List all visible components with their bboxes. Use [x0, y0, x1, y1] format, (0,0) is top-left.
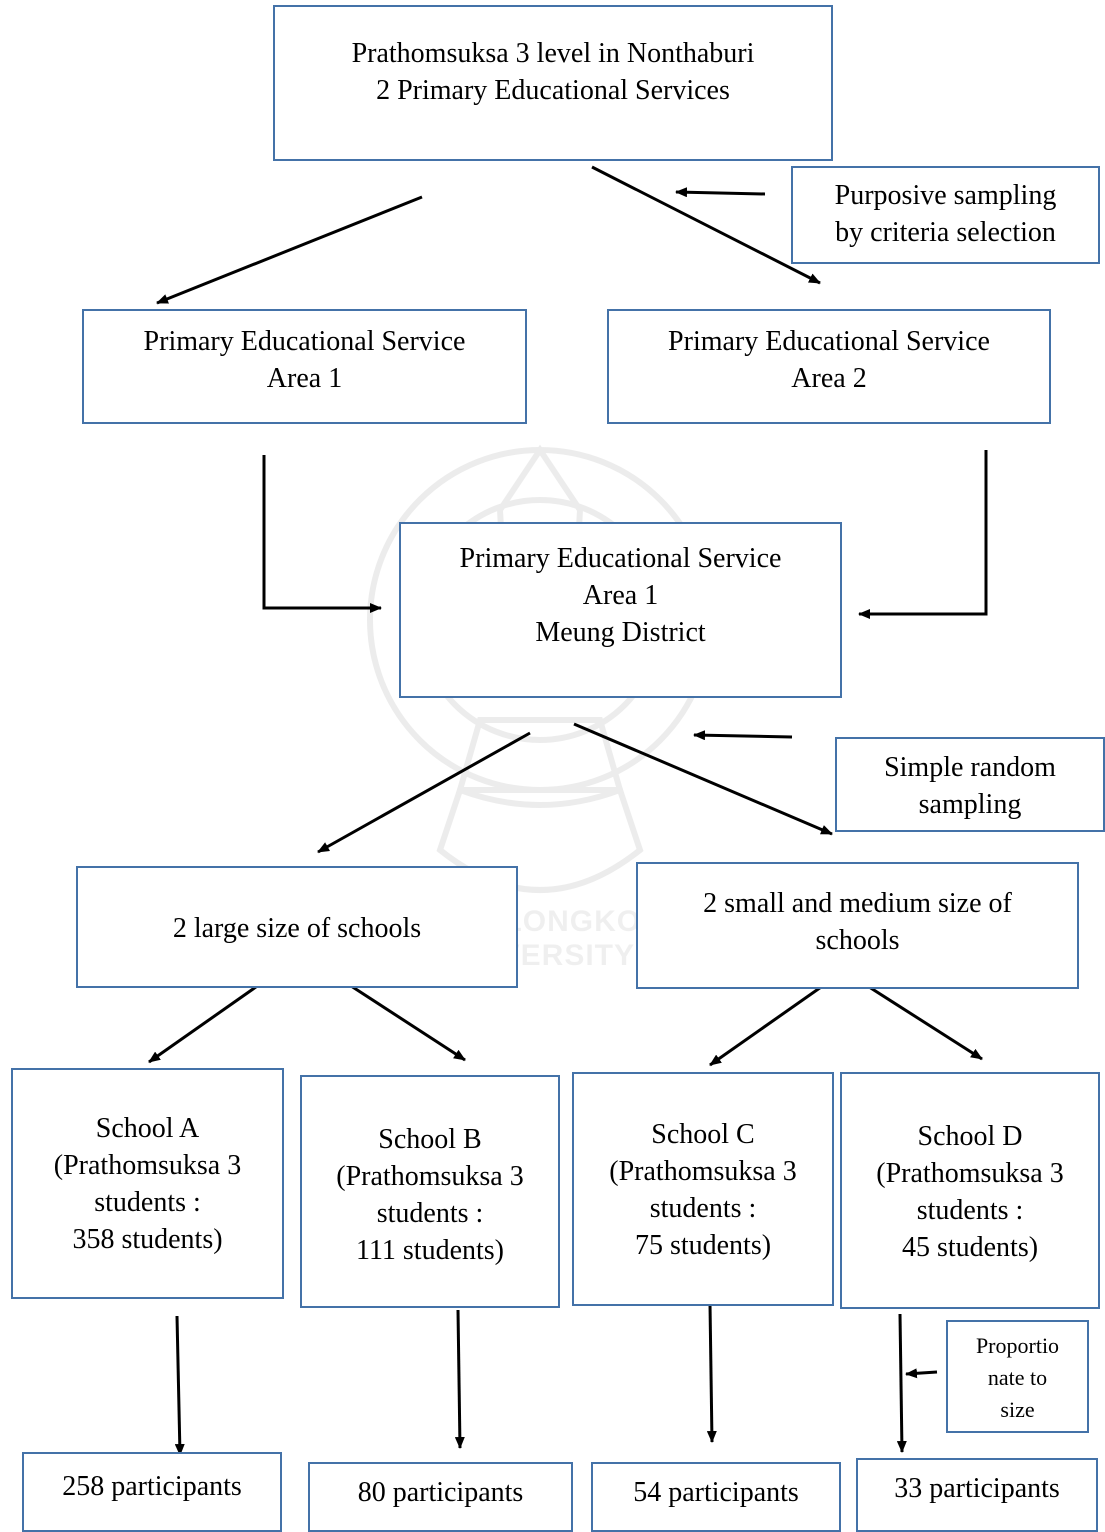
arrow-top-to-area2	[591, 165, 821, 285]
schoolD-line4: 45 students)	[901, 1232, 1039, 1263]
schoolA-line3: students :	[94, 1187, 201, 1218]
schoolC-line3: students :	[649, 1193, 757, 1224]
merged-line2: Area 1	[582, 580, 659, 611]
arrow-large-to-schoolA	[148, 980, 264, 1064]
schoolB-line3: students :	[376, 1198, 484, 1229]
participants-c-box: 54 participants	[591, 1462, 841, 1532]
arrow-top-to-area1	[156, 195, 423, 305]
school-a-box: School A (Prathomsuksa 3 students : 358 …	[11, 1068, 284, 1299]
school-b-box: School B (Prathomsuksa 3 students : 111 …	[300, 1075, 560, 1308]
arrow-merged-to-large	[317, 731, 531, 854]
arrow-random-pointer	[693, 730, 793, 741]
top-box-line1: Prathomsuksa 3 level in Nonthaburi	[351, 38, 755, 69]
arrow-large-to-schoolB	[347, 982, 466, 1062]
purposive-line1: Purposive sampling	[834, 180, 1057, 211]
schoolC-line2: (Prathomsuksa 3	[609, 1156, 797, 1187]
smallmed-line1: 2 small and medium size of	[703, 888, 1012, 919]
top-box-line2: 2 Primary Educational Services	[376, 75, 730, 106]
arrow-purposive-pointer	[675, 187, 766, 198]
partB-label: 80 participants	[357, 1477, 524, 1508]
arrow-schoolB-to-partB	[454, 1309, 465, 1449]
schoolB-line4: 111 students)	[355, 1235, 505, 1266]
arrow-schoolA-to-partA	[174, 1315, 185, 1456]
arrow-area2-to-merged	[858, 450, 988, 619]
arrow-area1-to-merged	[262, 455, 382, 613]
school-c-box: School C (Prathomsuksa 3 students : 75 s…	[572, 1072, 834, 1306]
proportion-line3: size	[1000, 1397, 1035, 1422]
arrow-smallmed-to-schoolD	[865, 983, 983, 1061]
smallmed-line2: schools	[815, 925, 900, 956]
schoolC-line1: School C	[651, 1119, 755, 1150]
proportion-line1: Proportio	[975, 1333, 1060, 1358]
random-line1: Simple random	[884, 752, 1056, 783]
schoolB-line2: (Prathomsuksa 3	[336, 1161, 524, 1192]
schoolD-line2: (Prathomsuksa 3	[876, 1158, 1064, 1189]
purposive-line2: by criteria selection	[835, 217, 1056, 248]
schoolA-line2: (Prathomsuksa 3	[53, 1150, 242, 1181]
simple-random-box: Simple random sampling	[835, 737, 1105, 832]
arrow-proportion-pointer	[905, 1368, 938, 1379]
partA-label: 258 participants	[62, 1471, 242, 1502]
area1-box: Primary Educational Service Area 1	[82, 309, 527, 424]
school-d-box: School D (Prathomsuksa 3 students : 45 s…	[840, 1072, 1100, 1309]
merged-line3: Meung District	[535, 617, 706, 648]
smallmed-schools-box: 2 small and medium size of schools	[636, 862, 1079, 989]
area1-line2: Area 1	[266, 363, 343, 394]
large-schools-box: 2 large size of schools	[76, 866, 518, 988]
schoolD-line3: students :	[916, 1195, 1024, 1226]
area1-line1: Primary Educational Service	[143, 326, 466, 357]
schoolA-line1: School A	[95, 1113, 200, 1144]
schoolC-line4: 75 students)	[634, 1230, 772, 1261]
random-line2: sampling	[918, 789, 1022, 820]
arrow-merged-to-smallmed	[573, 722, 833, 836]
arrow-smallmed-to-schoolC	[709, 983, 825, 1067]
participants-a-box: 258 participants	[22, 1452, 282, 1532]
arrow-schoolD-to-partD	[896, 1313, 907, 1453]
partD-label: 33 participants	[894, 1473, 1060, 1504]
purposive-sampling-box: Purposive sampling by criteria selection	[791, 166, 1100, 264]
large-line1: 2 large size of schools	[172, 913, 422, 944]
schoolD-line1: School D	[917, 1121, 1023, 1152]
proportion-line2: nate to	[987, 1365, 1048, 1390]
area2-line2: Area 2	[791, 363, 867, 394]
proportionate-box: Proportio nate to size	[946, 1320, 1089, 1433]
merged-line1: Primary Educational Service	[459, 543, 782, 574]
participants-d-box: 33 participants	[856, 1458, 1098, 1532]
area2-line1: Primary Educational Service	[668, 326, 990, 357]
participants-b-box: 80 participants	[308, 1462, 573, 1532]
partC-label: 54 participants	[633, 1477, 799, 1508]
merged-area-box: Primary Educational Service Area 1 Meung…	[399, 522, 842, 698]
arrow-schoolC-to-partC	[706, 1303, 717, 1443]
schoolA-line4: 358 students)	[72, 1224, 223, 1255]
schoolB-line1: School B	[378, 1124, 482, 1155]
area2-box: Primary Educational Service Area 2	[607, 309, 1051, 424]
top-population-box: Prathomsuksa 3 level in Nonthaburi 2 Pri…	[273, 5, 833, 161]
